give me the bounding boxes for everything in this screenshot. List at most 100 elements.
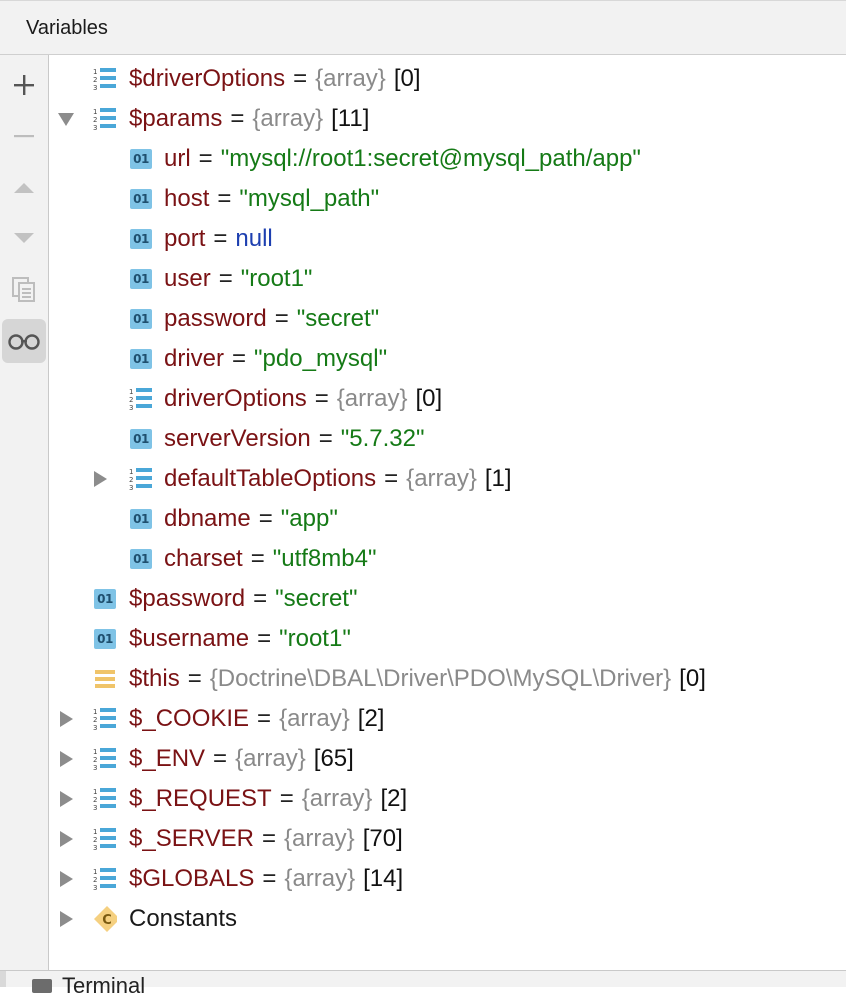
variable-count: [0] (393, 65, 421, 92)
variable-name: password (164, 305, 267, 332)
scalar-value-icon: 01 (129, 147, 153, 171)
numbered-list-icon: 123 (93, 788, 116, 812)
equals-sign: = (187, 665, 202, 692)
variable-row[interactable]: 01$password="secret" (49, 579, 846, 619)
numbered-list-icon: 123 (93, 68, 116, 92)
variable-text: port=null (164, 225, 273, 253)
scalar-badge: 01 (130, 189, 152, 209)
equals-sign: = (250, 545, 265, 572)
svg-text:2: 2 (93, 716, 97, 724)
scalar-badge: 01 (130, 429, 152, 449)
scalar-value-icon: 01 (129, 227, 153, 251)
variable-text: user="root1" (164, 265, 312, 293)
svg-text:2: 2 (129, 396, 133, 404)
collapse-toggle[interactable] (57, 790, 75, 808)
add-watch-button[interactable] (2, 63, 46, 107)
collapse-toggle[interactable] (57, 750, 75, 768)
variable-name: $params (129, 105, 223, 132)
scalar-badge: 01 (94, 629, 116, 649)
variable-row[interactable]: 01 dbname="app" (49, 499, 846, 539)
variable-name: $GLOBALS (129, 865, 255, 892)
collapse-toggle[interactable] (57, 710, 75, 728)
variable-row[interactable]: 01 host="mysql_path" (49, 179, 846, 219)
collapse-toggle[interactable] (91, 470, 109, 488)
variable-value: "root1" (279, 625, 351, 652)
variable-row[interactable]: 01 $username="root1" (49, 619, 846, 659)
collapse-toggle[interactable] (57, 870, 75, 888)
terminal-icon (32, 979, 52, 993)
copy-button[interactable] (2, 267, 46, 311)
variable-value: "mysql_path" (239, 185, 380, 212)
svg-text:1: 1 (93, 828, 97, 836)
svg-text:2: 2 (93, 116, 97, 124)
equals-sign: = (258, 505, 273, 532)
triangle-right-icon (60, 711, 73, 727)
equals-sign: = (198, 145, 213, 172)
scalar-value-icon: 01 (129, 267, 153, 291)
variable-name: user (164, 265, 211, 292)
collapse-toggle[interactable] (57, 830, 75, 848)
triangle-right-icon (60, 871, 73, 887)
variables-panel-header: Variables (0, 0, 846, 55)
variable-type: {array} (235, 745, 306, 772)
scalar-value-icon: 01 (93, 627, 117, 651)
variable-row[interactable]: 01 port=null (49, 219, 846, 259)
variable-name: driver (164, 345, 225, 372)
variable-row[interactable]: $this={Doctrine\DBAL\Driver\PDO\MySQL\Dr… (49, 659, 846, 699)
show-watches-toggle[interactable] (2, 319, 46, 363)
variable-text: dbname="app" (164, 505, 338, 533)
scalar-value-icon: 01 (93, 587, 117, 611)
variable-text: defaultTableOptions={array}[1] (164, 465, 512, 493)
svg-text:2: 2 (93, 876, 97, 884)
triangle-right-icon (94, 471, 107, 487)
variable-name: driverOptions (164, 385, 307, 412)
variable-value: "utf8mb4" (272, 545, 377, 572)
variable-count: [70] (362, 825, 403, 852)
numbered-list-icon: 123 (93, 828, 116, 852)
svg-text:1: 1 (129, 468, 133, 476)
variable-name: url (164, 145, 191, 172)
variable-text: $params={array}[11] (129, 105, 369, 133)
variable-count: [14] (363, 865, 404, 892)
svg-text:2: 2 (129, 476, 133, 484)
variable-count: [11] (331, 105, 370, 132)
equals-sign: = (218, 265, 233, 292)
svg-text:1: 1 (93, 108, 97, 116)
equals-sign: = (318, 425, 333, 452)
expand-toggle[interactable] (57, 110, 75, 128)
move-down-button[interactable] (2, 215, 46, 259)
remove-watch-button[interactable] (2, 114, 46, 158)
variable-count: [2] (357, 705, 385, 732)
triangle-right-icon (60, 751, 73, 767)
scalar-badge: 01 (130, 549, 152, 569)
numbered-list-icon: 123 (93, 708, 116, 732)
variable-text: $_ENV={array}[65] (129, 745, 354, 773)
terminal-tab[interactable]: Terminal (62, 973, 146, 998)
move-up-button[interactable] (2, 165, 46, 209)
svg-text:3: 3 (93, 764, 97, 772)
variable-name: $username (129, 625, 250, 652)
scalar-badge: 01 (130, 509, 152, 529)
equals-sign: = (253, 585, 268, 612)
variable-text: $username="root1" (129, 625, 351, 653)
collapse-toggle[interactable] (57, 910, 75, 928)
variable-name: serverVersion (164, 425, 311, 452)
variable-text: host="mysql_path" (164, 185, 379, 213)
